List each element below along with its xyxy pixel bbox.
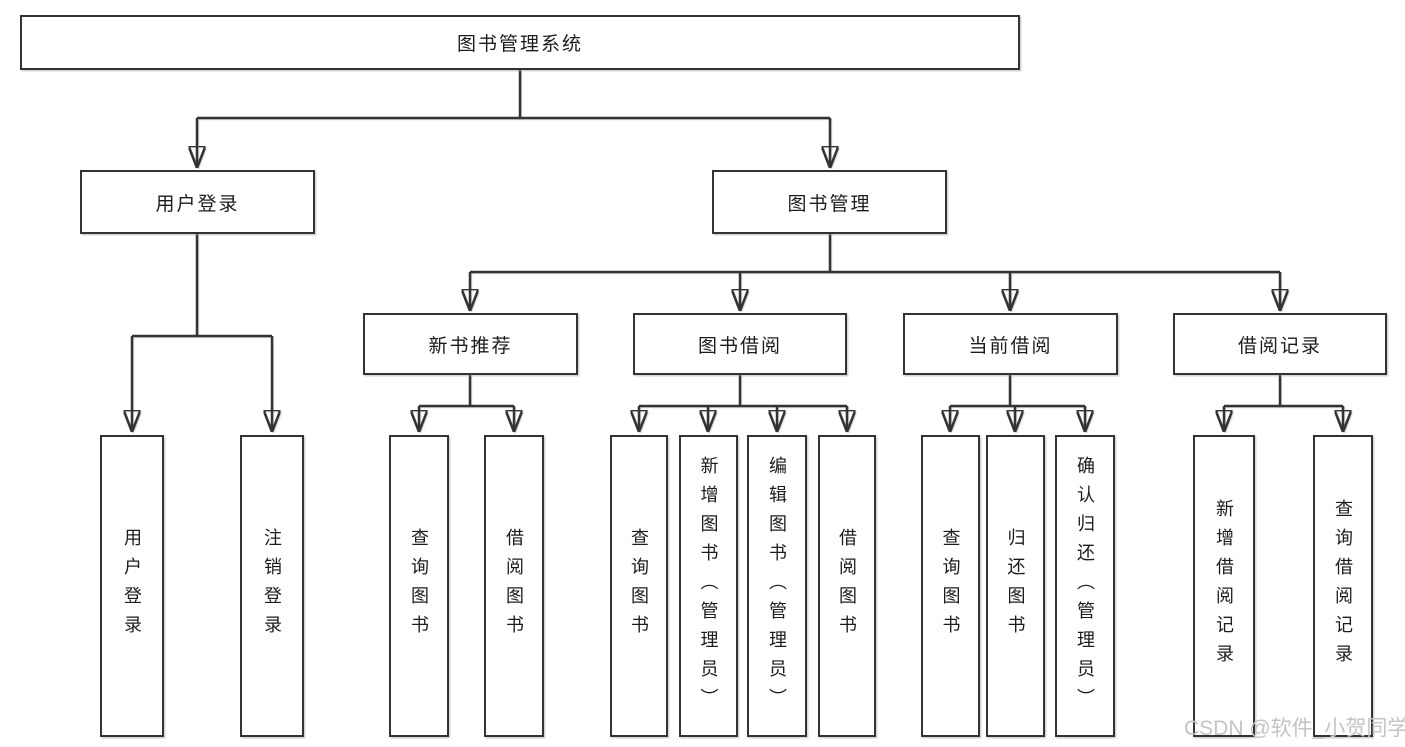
leaf-confirm-return-admin-label: 确认归还（管理员） [1075, 455, 1095, 717]
root-to-level2-connectors [197, 70, 830, 168]
user-login-connectors [132, 234, 272, 432]
node-root-label: 图书管理系统 [456, 34, 583, 55]
node-book-mgmt: 图书管理 [712, 170, 947, 234]
node-borrow-records-label: 借阅记录 [1237, 335, 1322, 357]
leaf-query-borrow-record-label: 查询借阅记录 [1333, 499, 1353, 673]
node-book-mgmt-label: 图书管理 [787, 193, 872, 215]
leaf-borrow-books: 借阅图书 [818, 435, 876, 737]
leaf-user-login-label: 用户登录 [122, 528, 142, 644]
leaf-confirm-return-admin: 确认归还（管理员） [1055, 435, 1115, 737]
leaf-query-books-borrow: 查询图书 [610, 435, 668, 737]
node-current-borrow: 当前借阅 [903, 313, 1118, 375]
leaf-add-borrow-record-label: 新增借阅记录 [1214, 499, 1234, 673]
leaf-query-books-current-label: 查询图书 [940, 528, 961, 644]
node-user-login-label: 用户登录 [155, 193, 240, 215]
leaf-add-borrow-record: 新增借阅记录 [1193, 435, 1255, 737]
new-book-rec-connectors [419, 375, 514, 432]
node-new-book-rec: 新书推荐 [363, 313, 578, 375]
leaf-query-borrow-record: 查询借阅记录 [1313, 435, 1373, 737]
leaf-query-books-borrow-label: 查询图书 [629, 528, 649, 644]
leaf-query-books-current: 查询图书 [921, 435, 980, 737]
leaf-edit-book-admin-label: 编辑图书（管理员） [767, 455, 787, 717]
node-new-book-rec-label: 新书推荐 [428, 335, 513, 357]
leaf-logout: 注销登录 [240, 435, 304, 737]
leaf-add-book-admin: 新增图书（管理员） [679, 435, 738, 737]
node-user-login: 用户登录 [80, 170, 315, 234]
node-book-borrow-label: 图书借阅 [697, 335, 782, 357]
leaf-add-book-admin-label: 新增图书（管理员） [698, 455, 719, 717]
node-root: 图书管理系统 [20, 15, 1020, 70]
book-borrow-connectors [639, 375, 847, 432]
leaf-user-login: 用户登录 [100, 435, 164, 737]
borrow-records-connectors [1224, 375, 1343, 432]
leaf-query-books-rec: 查询图书 [389, 435, 449, 737]
node-borrow-records: 借阅记录 [1173, 313, 1387, 375]
leaf-logout-label: 注销登录 [262, 528, 282, 644]
leaf-borrow-books-rec: 借阅图书 [484, 435, 544, 737]
current-borrow-connectors [950, 375, 1085, 432]
node-book-borrow: 图书借阅 [633, 313, 847, 375]
book-mgmt-to-level3-connectors [470, 234, 1280, 311]
node-current-borrow-label: 当前借阅 [968, 335, 1053, 357]
leaf-query-books-rec-label: 查询图书 [409, 528, 429, 644]
leaf-return-book: 归还图书 [986, 435, 1045, 737]
leaf-borrow-books-label: 借阅图书 [837, 528, 857, 644]
leaf-return-book-label: 归还图书 [1005, 528, 1026, 644]
leaf-edit-book-admin: 编辑图书（管理员） [747, 435, 807, 737]
leaf-borrow-books-rec-label: 借阅图书 [504, 528, 524, 644]
